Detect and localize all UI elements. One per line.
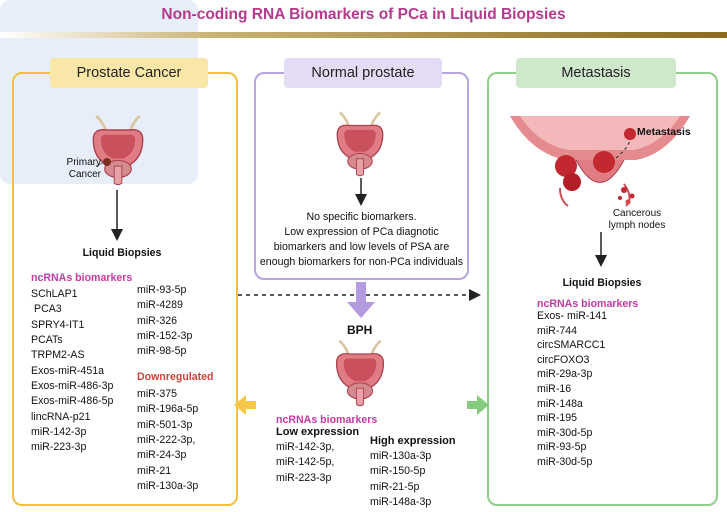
biomarker-item: PCA3 xyxy=(34,303,62,316)
low-expression-list: miR-142-3p, miR-142-5p, miR-223-3p xyxy=(276,440,334,486)
normal-prostate-organ-illustration xyxy=(335,111,385,178)
cancerous-lymph-nodes-label: Cancerous lymph nodes xyxy=(608,208,666,231)
bph-title: BPH xyxy=(347,323,373,337)
biomarker-item: miR-195 xyxy=(537,412,578,425)
high-expression-item: miR-130a-3p xyxy=(370,450,432,462)
biomarker-item: miR-744 xyxy=(537,324,578,337)
downregulated-item: miR-21 xyxy=(137,464,172,477)
downregulated-header: Downregulated xyxy=(137,371,214,383)
pc-ncrnas-header: ncRNAs biomarkers xyxy=(31,272,133,284)
biomarker-item: Exos- miR-141 xyxy=(537,310,608,322)
downregulated-item: miR-24-3p xyxy=(137,449,187,462)
primary-cancer-label: Primary Cancer xyxy=(66,157,101,180)
description-line: biomarkers and low levels of PSA are xyxy=(273,241,450,253)
metastasis-illustration xyxy=(510,116,690,207)
biomarker-item: miR-148a xyxy=(537,397,583,410)
biomarker-item: miR-223-3p xyxy=(31,441,87,454)
metastasis-site-label: Metastasis xyxy=(637,126,691,138)
title-underline-bar xyxy=(0,32,727,38)
biomarker-item: miR-98-5p xyxy=(137,345,187,358)
primary-tumor-dot xyxy=(103,158,111,166)
prostate-cancer-tag: Prostate Cancer xyxy=(50,58,208,88)
bph-to-met-arrow-head xyxy=(477,395,489,415)
description-line: No specific biomarkers. xyxy=(306,211,417,223)
bph-prostate-organ-illustration xyxy=(335,340,385,408)
high-expression-list: miR-130a-3p miR-150-5p miR-21-5p miR-148a-3… xyxy=(370,449,431,510)
biomarker-item: miR-93-5p xyxy=(137,284,187,296)
biomarker-item: Exos-miR-486-5p xyxy=(31,395,114,408)
pc-biomarker-list-2: miR-93-5p miR-4289 miR-326 miR-152-3p miR-98… xyxy=(137,283,192,360)
low-expression-item: miR-142-5p, xyxy=(276,456,335,469)
met-liquid-biopsies-label: Liquid Biopsies xyxy=(562,277,642,289)
bph-ncrnas-header: ncRNAs biomarkers xyxy=(276,414,378,426)
downregulated-item: miR-196a-5p xyxy=(137,403,199,416)
biomarker-item: Exos-miR-486-3p xyxy=(31,380,114,393)
low-expression-item: miR-142-3p, xyxy=(276,441,335,453)
low-expression-header: Low expression xyxy=(276,426,360,438)
np-to-bph-arrow-shaft xyxy=(356,282,366,304)
bph-to-pc-arrow-head xyxy=(234,395,246,415)
high-expression-item: miR-150-5p xyxy=(370,465,426,478)
description-line: enough biomarkers for non-PCa individual… xyxy=(259,256,464,268)
metastasis-tag: Metastasis xyxy=(516,58,676,88)
low-expression-item: miR-223-3p xyxy=(276,471,332,484)
downregulated-item: miR-375 xyxy=(137,388,178,400)
biomarker-item: miR-16 xyxy=(537,382,572,395)
biomarker-item: SPRY4-IT1 xyxy=(31,318,85,331)
biomarker-item: miR-142-3p xyxy=(31,426,87,439)
downregulated-list: miR-375 miR-196a-5p miR-501-3p miR-222-3p, m… xyxy=(137,387,198,494)
normal-prostate-tag: Normal prostate xyxy=(284,58,442,88)
high-expression-item: miR-148a-3p xyxy=(370,496,432,509)
biomarker-item: miR-326 xyxy=(137,314,178,327)
high-expression-item: miR-21-5p xyxy=(370,480,420,493)
biomarker-item: Exos-miR-451a xyxy=(31,364,105,377)
met-ncrnas-header: ncRNAs biomarkers xyxy=(537,298,639,310)
biomarker-item: miR-152-3p xyxy=(137,330,193,343)
downregulated-item: miR-501-3p xyxy=(137,418,193,431)
biomarker-item: miR-29a-3p xyxy=(537,368,593,381)
biomarker-item: miR-93-5p xyxy=(537,441,587,454)
biomarker-item: circFOXO3 xyxy=(537,353,590,366)
np-to-bph-arrow-head xyxy=(347,302,375,318)
biomarker-item: miR-30d-5p xyxy=(537,455,593,468)
downregulated-item: miR-222-3p, xyxy=(137,434,196,447)
biomarker-item: circSMARCC1 xyxy=(537,339,606,352)
normal-prostate-description: No specific biomarkers. Low expression of… xyxy=(256,210,467,270)
bph-to-met-arrow-shaft xyxy=(467,401,479,409)
bph-to-pc-arrow-shaft xyxy=(244,401,256,409)
biomarker-item: PCATs xyxy=(31,334,63,347)
figure-title: Non-coding RNA Biomarkers of PCa in Liqu… xyxy=(161,6,566,23)
biomarker-item: lincRNA-p21 xyxy=(31,410,91,423)
description-line: Low expression of PCa diagnotic xyxy=(284,226,439,238)
downregulated-item: miR-130a-3p xyxy=(137,480,199,493)
biomarker-item: SChLAP1 xyxy=(31,288,78,300)
biomarker-item: TRPM2-AS xyxy=(31,349,85,362)
biomarker-item: miR-4289 xyxy=(137,299,183,312)
high-expression-header: High expression xyxy=(370,435,456,447)
pc-liquid-biopsies-label: Liquid Biopsies xyxy=(82,247,162,259)
biomarker-item: miR-30d-5p xyxy=(537,426,593,439)
